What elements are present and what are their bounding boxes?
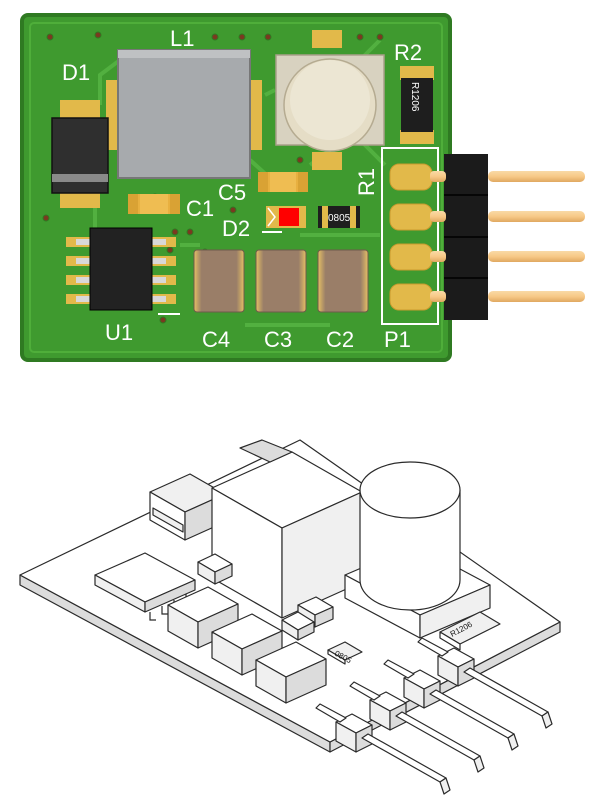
header-pins	[430, 171, 585, 302]
round-component	[275, 30, 385, 170]
led-d2	[262, 206, 306, 233]
label-d2: D2	[222, 216, 250, 241]
pcb-isometric-view: 0805 R1206	[19, 439, 561, 795]
label-r1: R1	[354, 168, 379, 196]
iso-inductor-l1	[211, 439, 363, 619]
iso-capacitor-c1	[197, 553, 233, 585]
label-l1: L1	[170, 26, 194, 51]
capacitor-c5	[258, 172, 308, 192]
iso-capacitor-c3	[211, 613, 283, 676]
iso-round-component	[344, 461, 491, 639]
d2-package-mark: 0805	[328, 213, 351, 224]
label-c4: C4	[202, 327, 230, 352]
iso-capacitor-c2	[255, 641, 327, 704]
iso-led-d2	[281, 611, 315, 641]
iso-header-p1	[315, 637, 553, 795]
label-c1: C1	[186, 196, 214, 221]
resistor-r2: R1206	[400, 66, 434, 144]
label-r2: R2	[394, 40, 422, 65]
ic-u1	[66, 227, 180, 315]
inductor-l1	[106, 49, 262, 179]
pcb-top-view: R1206 0805	[20, 13, 585, 362]
label-c2: C2	[326, 327, 354, 352]
label-c3: C3	[264, 327, 292, 352]
label-c5: C5	[218, 180, 246, 205]
capacitor-c1	[128, 194, 180, 214]
diode-d1	[51, 100, 109, 208]
iso-capacitor-c4	[167, 586, 239, 649]
iso-resistor-r2: R1206	[439, 611, 501, 651]
capacitor-c3	[255, 249, 307, 313]
label-u1: U1	[105, 320, 133, 345]
header-p1	[381, 147, 585, 325]
label-d1: D1	[62, 60, 90, 85]
capacitor-c2	[317, 249, 369, 313]
capacitor-c4	[193, 249, 245, 313]
part-0805: 0805	[318, 206, 360, 228]
r2-package-mark: R1206	[409, 82, 420, 112]
label-p1: P1	[384, 327, 411, 352]
iso-ic-u1	[94, 552, 196, 621]
